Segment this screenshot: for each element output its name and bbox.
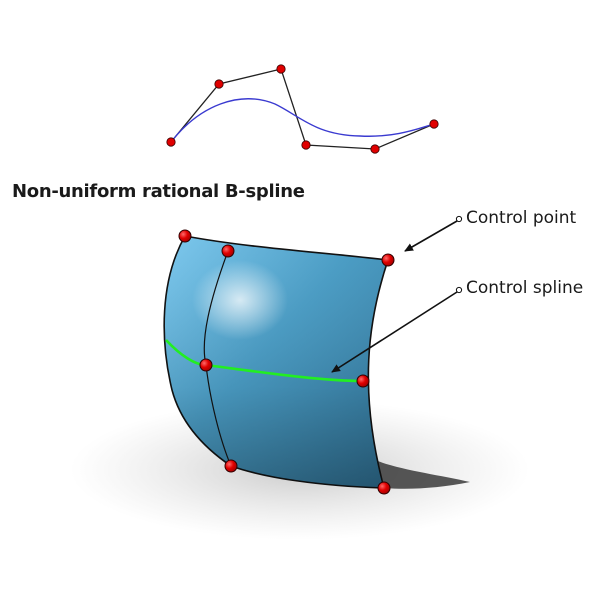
callout-control-point	[404, 215, 463, 252]
control-polygon	[170, 68, 435, 150]
control-spline	[165, 339, 364, 383]
control-point	[356, 374, 370, 388]
control-point	[276, 64, 286, 74]
control-point	[199, 358, 213, 372]
control-point	[166, 137, 176, 147]
callout-anchor-dot	[455, 215, 463, 223]
curve-control-points	[166, 64, 439, 154]
surface-example	[70, 229, 530, 540]
control-point	[214, 79, 224, 89]
callout-anchor-dot	[455, 286, 463, 294]
diagram-title: Non-uniform rational B-spline	[12, 181, 305, 202]
surface-hard-shadow	[375, 460, 470, 489]
callout-control-spline	[331, 286, 463, 373]
control-point	[370, 144, 380, 154]
control-point	[301, 140, 311, 150]
control-spline-label: Control spline	[466, 278, 584, 298]
control-point	[221, 244, 235, 258]
control-point	[377, 481, 391, 495]
control-point	[381, 253, 395, 267]
surface-highlight	[192, 260, 288, 340]
callout-arrow	[331, 291, 458, 373]
nurbs-curve	[170, 98, 435, 143]
control-point	[178, 229, 192, 243]
callout-arrow	[404, 220, 458, 252]
control-point	[429, 119, 439, 129]
curve-example	[166, 64, 439, 154]
control-point	[224, 459, 238, 473]
surface-control-points	[178, 229, 395, 495]
control-point-label: Control point	[466, 208, 577, 228]
